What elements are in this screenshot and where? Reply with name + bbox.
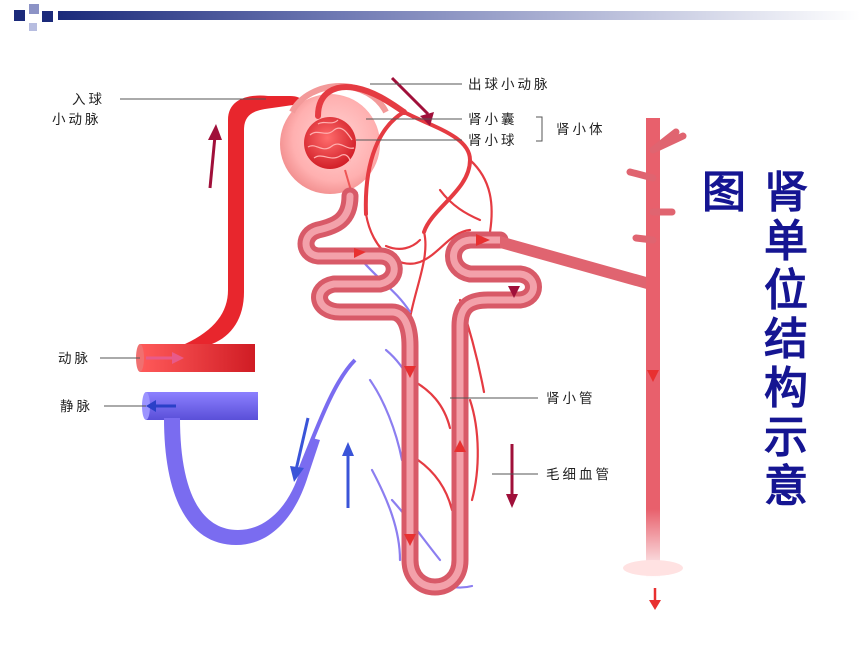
label-efferent: 出球小动脉: [468, 77, 551, 93]
diagram-title: 肾 单 位 结 构 示 意: [760, 168, 812, 511]
arrow-tubule-right: [476, 234, 490, 246]
renal-vein: [142, 358, 357, 545]
arrow-tubule-down: [404, 366, 659, 546]
label-glomerulus: 肾小球: [468, 133, 518, 149]
bar-square-1: [14, 10, 25, 21]
label-vein: 静脉: [60, 399, 93, 415]
flow-arrows: [146, 76, 661, 610]
glomerulus-ball: [304, 117, 356, 169]
labels: 入球 小动脉 出球小动脉 肾小囊 肾小球 肾小体 动脉 静脉 肾小管 毛细血管: [52, 77, 612, 483]
label-capsule: 肾小囊: [468, 111, 518, 128]
leader-lines: [100, 83, 543, 475]
arrow-urine-out: [649, 588, 661, 610]
bar-square-4: [29, 23, 37, 31]
title-char: 意: [764, 461, 808, 512]
label-afferent-1: 入球: [72, 92, 105, 108]
renal-corpuscle: [280, 82, 389, 200]
collecting-duct: [500, 118, 687, 578]
arrow-artery-in: [146, 352, 184, 364]
arrow-vein-up: [342, 442, 354, 508]
arrow-afferent-up: [208, 124, 222, 189]
renal-tubule: [297, 187, 542, 596]
renal-artery: [136, 95, 302, 372]
title-char: 示: [764, 412, 808, 463]
title-char: 位: [764, 265, 808, 316]
top-decoration-bar: [14, 4, 860, 31]
label-tubule: 肾小管: [546, 391, 596, 407]
title-char: 肾: [764, 167, 808, 218]
title-tu: 图: [702, 167, 746, 218]
bar-gradient: [58, 11, 860, 20]
bar-square-3: [42, 11, 53, 22]
bar-square-2: [29, 4, 39, 14]
title-char: 构: [764, 363, 808, 414]
arrow-tubule-up: [454, 440, 466, 452]
arrow-capillary-down: [506, 444, 518, 508]
arrow-tubule-small: [354, 248, 520, 298]
label-corpuscle: 肾小体: [556, 122, 606, 138]
label-afferent-2: 小动脉: [52, 112, 102, 128]
arrow-vein-out: [146, 400, 176, 412]
title-char: 结: [764, 314, 808, 365]
label-capillary: 毛细血管: [546, 467, 612, 483]
title-char: 单: [764, 216, 808, 267]
label-artery: 动脉: [58, 351, 91, 367]
arrow-vein-down: [290, 417, 310, 482]
